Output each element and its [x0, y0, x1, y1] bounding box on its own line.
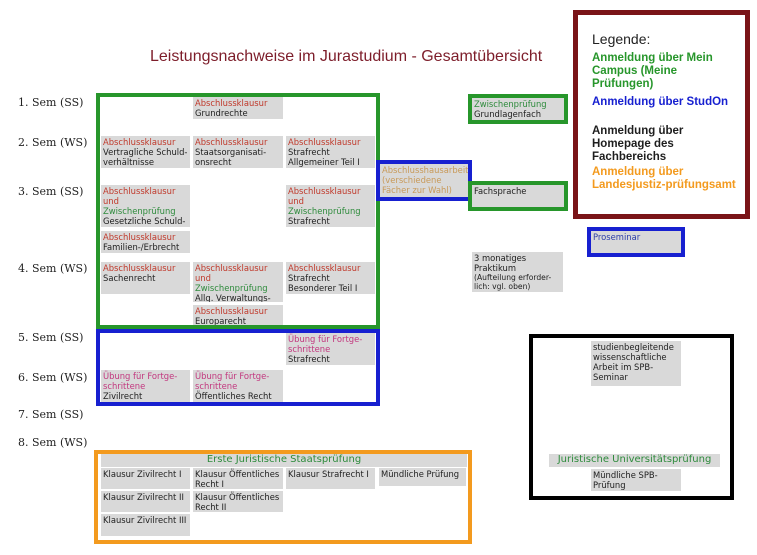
cell-vertragliche-schuldverhaeltnisse: Abschlussklausur Vertragliche Schuld-ver…: [101, 136, 190, 168]
semester-label-5: 5. Sem (SS): [18, 331, 84, 344]
legend-box: [573, 10, 750, 219]
page-title: Leistungsnachweise im Jurastudium - Gesa…: [150, 48, 543, 65]
cell-strafrecht-at2: Abschlussklausur und Zwischenprüfung Str…: [286, 185, 375, 227]
legend-item-fachbereich: Anmeldung über Homepage des Fachbereichs: [592, 125, 684, 163]
semester-label-2: 2. Sem (WS): [18, 136, 88, 149]
frame-fachsprache: [468, 181, 568, 211]
cell-uebung-oeffentliches-recht: Übung für Fortge-schrittene Öffentliches…: [193, 370, 283, 402]
cell-praktikum: 3 monatiges Praktikum (Aufteilung erford…: [472, 252, 563, 292]
cell-spb-pruefung: Mündliche SPB-Prüfung: [591, 469, 681, 491]
cell-proseminar: Proseminar: [591, 231, 681, 253]
cell-muendliche-pruefung: Mündliche Prüfung: [379, 468, 466, 486]
semester-label-3: 3. Sem (SS): [18, 185, 84, 198]
cell-fachsprache: Fachsprache: [472, 185, 564, 207]
cell-uebung-zivilrecht: Übung für Fortge-schrittene Zivilrecht: [101, 370, 190, 402]
semester-label-7: 7. Sem (SS): [18, 408, 84, 421]
staatspruefung-title: Erste Juristische Staatsprüfung: [101, 454, 467, 467]
cell-grundrechte: Abschlussklausur Grundrechte: [193, 97, 283, 119]
cell-klausur-zivilrecht-1: Klausur Zivilrecht I: [101, 468, 190, 489]
frame-zwischenpruefung: [468, 94, 568, 124]
frame-studon-hausarbeit: [376, 160, 472, 201]
cell-klausur-oeffentliches-recht-1: Klausur Öffentliches Recht I: [193, 468, 283, 489]
legend-item-studon: Anmeldung über StudOn: [592, 96, 729, 108]
legend-item-meincampus: Anmeldung über Mein Campus (Meine Prüfun…: [592, 52, 713, 90]
cell-sachenrecht: Abschlussklausur Sachenrecht: [101, 262, 190, 294]
cell-klausur-strafrecht-1: Klausur Strafrecht I: [286, 468, 375, 489]
frame-staatspruefung: [94, 450, 472, 544]
semester-label-8: 8. Sem (WS): [18, 436, 88, 449]
semester-label-1: 1. Sem (SS): [18, 96, 84, 109]
semester-label-6: 6. Sem (WS): [18, 371, 88, 384]
cell-uebung-strafrecht: Übung für Fortge-schrittene Strafrecht: [286, 333, 375, 365]
cell-strafrecht-bt1: Abschlussklausur Strafrecht Besonderer T…: [286, 262, 375, 294]
cell-staatsorganisationsrecht: Abschlussklausur Staatsorganisati-onsrec…: [193, 136, 283, 168]
cell-abschlusshausarbeit: Abschlusshausarbeit (verschiedene Fächer…: [380, 164, 468, 197]
cell-klausur-zivilrecht-2: Klausur Zivilrecht II: [101, 491, 190, 512]
cell-gesetzliche-schuldverhaeltnisse: Abschlussklausur und Zwischenprüfung Ges…: [101, 185, 190, 227]
cell-klausur-zivilrecht-3: Klausur Zivilrecht III: [101, 514, 190, 536]
cell-spb-seminar: studienbegleitende wissenschaftliche Arb…: [591, 341, 681, 386]
frame-proseminar: [587, 227, 685, 257]
cell-familien-erbrecht: Abschlussklausur Familien-/Erbrecht: [101, 231, 190, 253]
cell-allg-verwaltungsrecht: Abschlussklausur und Zwischenprüfung All…: [193, 262, 283, 302]
frame-meincampus-block: [96, 93, 380, 329]
semester-label-4: 4. Sem (WS): [18, 262, 88, 275]
legend-item-landesjustizpruefungsamt: Anmeldung über Landesjustiz-prüfungsamt: [592, 166, 736, 191]
cell-klausur-oeffentliches-recht-2: Klausur Öffentliches Recht II: [193, 491, 283, 512]
unipruefung-title: Juristische Universitätsprüfung: [549, 454, 720, 467]
frame-fachbereich-spb: [529, 334, 734, 500]
legend-title: Legende:: [592, 31, 651, 47]
cell-zwischenpruefung-grundlagenfach: Zwischenprüfung Grundlagenfach: [472, 98, 564, 120]
cell-europarecht: Abschlussklausur Europarecht: [193, 305, 283, 327]
frame-studon-uebungen: [96, 329, 380, 406]
cell-strafrecht-at1: Abschlussklausur Strafrecht Allgemeiner …: [286, 136, 375, 168]
